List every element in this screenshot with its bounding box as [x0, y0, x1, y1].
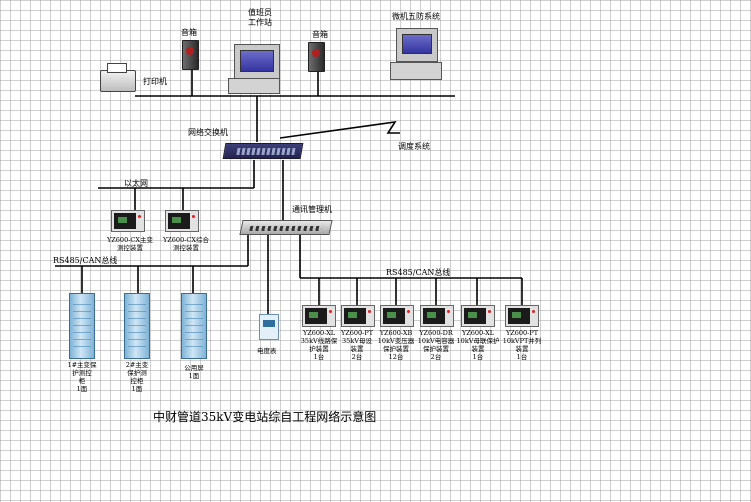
cabinet-1-line2: 保护测 [127, 369, 147, 377]
speaker-left-icon [182, 40, 199, 70]
lower-device-4-line2: 10kV母联保护 [456, 337, 500, 345]
workstation-label-line1: 值班员 [248, 8, 272, 17]
wufang-base [390, 62, 442, 80]
lower-device-0-label: YZ600-XL 35kV线路保 护装置 1台 [294, 329, 344, 361]
dispatch-label: 调度系统 [398, 142, 430, 151]
lower-device-5-line1: YZ600-PT [505, 329, 539, 337]
workstation-label: 值班员 工作站 [238, 8, 282, 28]
lower-device-4-line1: YZ600-XL [461, 329, 495, 337]
cabinet-0-line3: 柜 [78, 377, 86, 385]
lower-device-0-line4: 1台 [313, 353, 325, 361]
speaker-right-icon [308, 42, 325, 72]
upper-device-0-line2: 测控装置 [117, 244, 143, 252]
lower-device-3-line4: 2台 [430, 353, 442, 361]
cabinet-1-line1: 2#主变 [125, 361, 149, 369]
ethernet-label: 以太网 [124, 179, 148, 188]
workstation-label-line2: 工作站 [248, 18, 272, 27]
lower-device-3-line3: 保护装置 [423, 345, 449, 353]
lower-device-0-line2: 35kV线路保 [300, 337, 338, 345]
lower-device-5-line4: 1台 [516, 353, 528, 361]
cabinet-1-line4: 1面 [131, 385, 143, 393]
lower-device-2-line1: YZ600-XB [379, 329, 413, 337]
upper-device-0-line1: YZ600-CX主变 [106, 236, 153, 244]
bus-left-label: RS485/CAN总线 [53, 256, 118, 265]
lower-device-1-icon [341, 305, 375, 327]
comm-manager-icon [239, 220, 333, 235]
lower-device-3-icon [420, 305, 454, 327]
lower-device-4-line3: 装置 [471, 345, 485, 353]
lower-device-2-icon [380, 305, 414, 327]
network-switch-icon [222, 143, 304, 159]
wufang-monitor [396, 28, 438, 62]
lower-device-1-line1: YZ600-PT [340, 329, 374, 337]
lower-device-2-line2: 10kV变压器 [377, 337, 415, 345]
lower-device-1-line2: 35kV母设 [342, 337, 372, 345]
cabinet-0-line1: 1#主变保 [67, 361, 97, 369]
meter-icon [259, 314, 279, 340]
lower-device-1-label: YZ600-PT 35kV母设 装置 2台 [334, 329, 380, 361]
workstation-base [228, 78, 280, 94]
lower-device-3-line1: YZ600-DR [419, 329, 453, 337]
cabinet-2-line1: 公用屏 [184, 364, 204, 372]
diagram-title: 中财管道35kV变电站综自工程网络示意图 [153, 410, 377, 424]
lower-device-0-icon [302, 305, 336, 327]
printer-icon [100, 63, 136, 92]
cabinet-1-line3: 控柜 [130, 377, 144, 385]
printer-label: 打印机 [143, 77, 167, 86]
lower-device-2-line3: 保护装置 [383, 345, 409, 353]
upper-device-1-line1: YZ600-CX综合 [162, 236, 209, 244]
upper-device-1-icon [165, 210, 199, 232]
wufang-label: 微机五防系统 [392, 12, 440, 21]
upper-device-0-label: YZ600-CX主变 测控装置 [100, 236, 160, 252]
lower-device-5-label: YZ600-PT 10kVPT并列 装置 1台 [496, 329, 548, 361]
cabinet-0-label: 1#主变保 护测控 柜 1面 [56, 361, 108, 393]
lower-device-4-label: YZ600-XL 10kV母联保护 装置 1台 [450, 329, 506, 361]
dispatch-link [279, 120, 400, 139]
lower-device-1-line3: 装置 [350, 345, 364, 353]
cabinet-2-label: 公用屏 1面 [168, 364, 220, 380]
lower-device-0-line3: 护装置 [309, 345, 329, 353]
lower-device-3-label: YZ600-DR 10kV电容器 保护装置 2台 [412, 329, 460, 361]
lower-device-2-label: YZ600-XB 10kV变压器 保护装置 12台 [372, 329, 420, 361]
lower-device-5-line2: 10kVPT并列 [502, 337, 542, 345]
cabinet-0-line2: 护测控 [72, 369, 92, 377]
upper-device-0-icon [111, 210, 145, 232]
network-switch-label: 网络交换机 [188, 128, 228, 137]
lower-device-1-line4: 2台 [351, 353, 363, 361]
cabinet-2-icon [181, 293, 207, 359]
lower-device-4-icon [461, 305, 495, 327]
cabinet-2-line2: 1面 [188, 372, 200, 380]
cabinet-0-line4: 1面 [76, 385, 88, 393]
cabinet-1-label: 2#主变 保护测 控柜 1面 [111, 361, 163, 393]
speaker-left-label: 音箱 [181, 28, 197, 37]
lower-device-5-line3: 装置 [515, 345, 529, 353]
lower-device-4-line4: 1台 [472, 353, 484, 361]
upper-device-1-label: YZ600-CX综合 测控装置 [156, 236, 216, 252]
lower-device-5-icon [505, 305, 539, 327]
cabinet-0-icon [69, 293, 95, 359]
lower-device-0-line1: YZ600-XL [302, 329, 336, 337]
workstation-monitor [234, 44, 280, 80]
comm-manager-label: 通讯管理机 [292, 205, 332, 214]
lower-device-3-line2: 10kV电容器 [417, 337, 455, 345]
bus-right-label: RS485/CAN总线 [386, 268, 451, 277]
lower-device-2-line4: 12台 [388, 353, 404, 361]
cabinet-1-icon [124, 293, 150, 359]
meter-label: 电度表 [257, 347, 277, 355]
upper-device-1-line2: 测控装置 [173, 244, 199, 252]
speaker-right-label: 音箱 [312, 30, 328, 39]
